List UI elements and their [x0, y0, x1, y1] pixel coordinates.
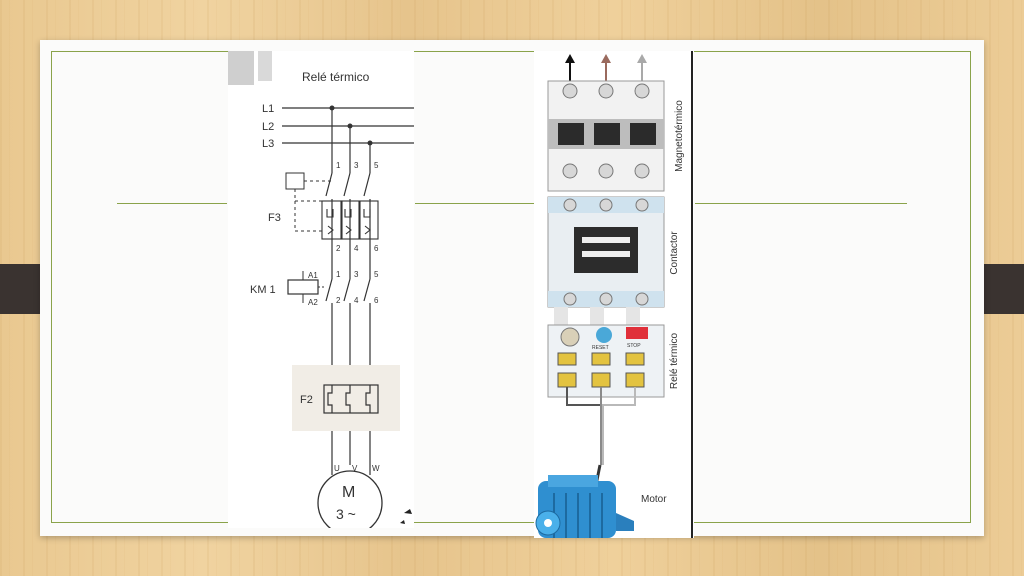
- km1-coil: [287, 279, 319, 295]
- title-divider-left: [117, 203, 227, 204]
- f3-label: F3: [268, 212, 281, 224]
- device-wiring-illustration: Magnetotérmico Contactor R: [534, 51, 694, 538]
- label-rele-termico: Relé térmico: [669, 333, 680, 390]
- terminal-4: 4: [354, 244, 359, 253]
- terminal-3: 3: [354, 161, 359, 170]
- label-magnetotermico: Magnetotérmico: [674, 100, 685, 172]
- supply-arrows: [565, 54, 647, 81]
- f3-thermal-elements: [321, 200, 379, 240]
- ground-marks: [400, 509, 412, 524]
- power-circuit-schematic: Relé térmico L1 L2 L3 1 3 5 2 4: [228, 51, 414, 536]
- slide-frame: [51, 51, 971, 523]
- terminal-2: 2: [336, 244, 341, 253]
- thermal-relay-device: [547, 307, 665, 398]
- device-photo-corner: [228, 51, 254, 85]
- terminal-6b: 6: [374, 296, 379, 305]
- label-motor: Motor: [641, 494, 667, 505]
- title-divider-middle: [415, 203, 535, 204]
- terminal-5b: 5: [374, 270, 379, 279]
- km1-label: KM 1: [250, 284, 276, 296]
- title-divider-right: [695, 203, 907, 204]
- terminal-1b: 1: [336, 270, 341, 279]
- f2-thermal-elements: [323, 384, 379, 414]
- label-contactor: Contactor: [669, 231, 680, 275]
- terminal-3b: 3: [354, 270, 359, 279]
- line-label-l3: L3: [262, 138, 274, 150]
- motor-terminal-v: V: [352, 464, 358, 473]
- f3-reset-button: [285, 172, 305, 190]
- line-label-l2: L2: [262, 121, 274, 133]
- coil-a1: A1: [308, 271, 318, 280]
- devices-svg: Magnetotérmico Contactor R: [535, 51, 693, 538]
- terminal-5: 5: [374, 161, 379, 170]
- terminal-2b: 2: [336, 296, 341, 305]
- relay-stop-label: STOP: [627, 343, 641, 349]
- motor-terminal-w: W: [372, 464, 380, 473]
- diagram-title: Relé térmico: [302, 70, 370, 84]
- motor-illustration: [535, 475, 634, 538]
- motor-terminal-u: U: [334, 464, 340, 473]
- f3-mechanical-link: [294, 180, 332, 232]
- motor-letter: M: [342, 484, 355, 501]
- coil-a2: A2: [308, 298, 318, 307]
- slide: [40, 40, 984, 536]
- schematic-svg: Relé térmico L1 L2 L3 1 3 5 2 4: [228, 51, 414, 536]
- motor-phase: 3 ~: [336, 506, 356, 522]
- terminal-1: 1: [336, 161, 341, 170]
- contactor-device: [547, 196, 665, 308]
- terminal-4b: 4: [354, 296, 359, 305]
- terminal-6: 6: [374, 244, 379, 253]
- relay-reset-label: RESET: [592, 345, 609, 351]
- f2-label: F2: [300, 394, 313, 406]
- line-label-l1: L1: [262, 103, 274, 115]
- magnetotermico-device: [547, 80, 665, 192]
- device-photo-corner-2: [258, 51, 272, 81]
